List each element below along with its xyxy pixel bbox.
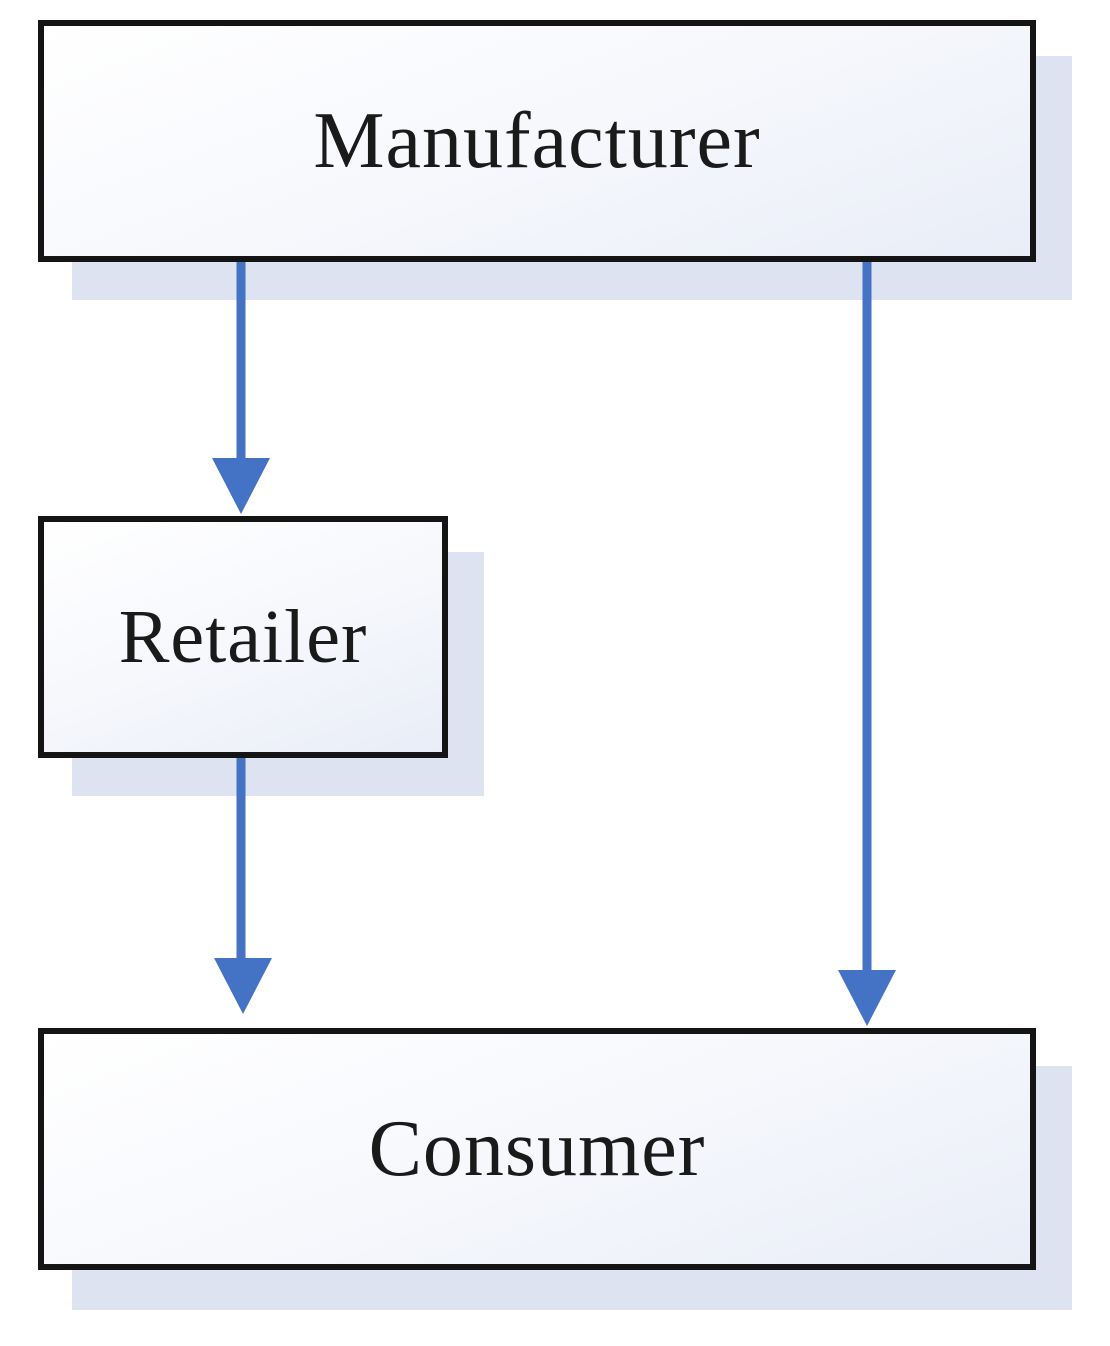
- manufacturer-node: Manufacturer: [38, 20, 1036, 262]
- manufacturer-label: Manufacturer: [313, 96, 761, 185]
- arrow-manufacturer-to-consumer-head: [838, 970, 896, 1026]
- retailer-node: Retailer: [38, 516, 448, 758]
- retailer-label: Retailer: [118, 594, 368, 679]
- consumer-node: Consumer: [38, 1028, 1036, 1270]
- consumer-label: Consumer: [368, 1104, 706, 1193]
- arrow-manufacturer-to-retailer-head: [212, 458, 270, 514]
- arrow-retailer-to-consumer-head: [214, 958, 272, 1014]
